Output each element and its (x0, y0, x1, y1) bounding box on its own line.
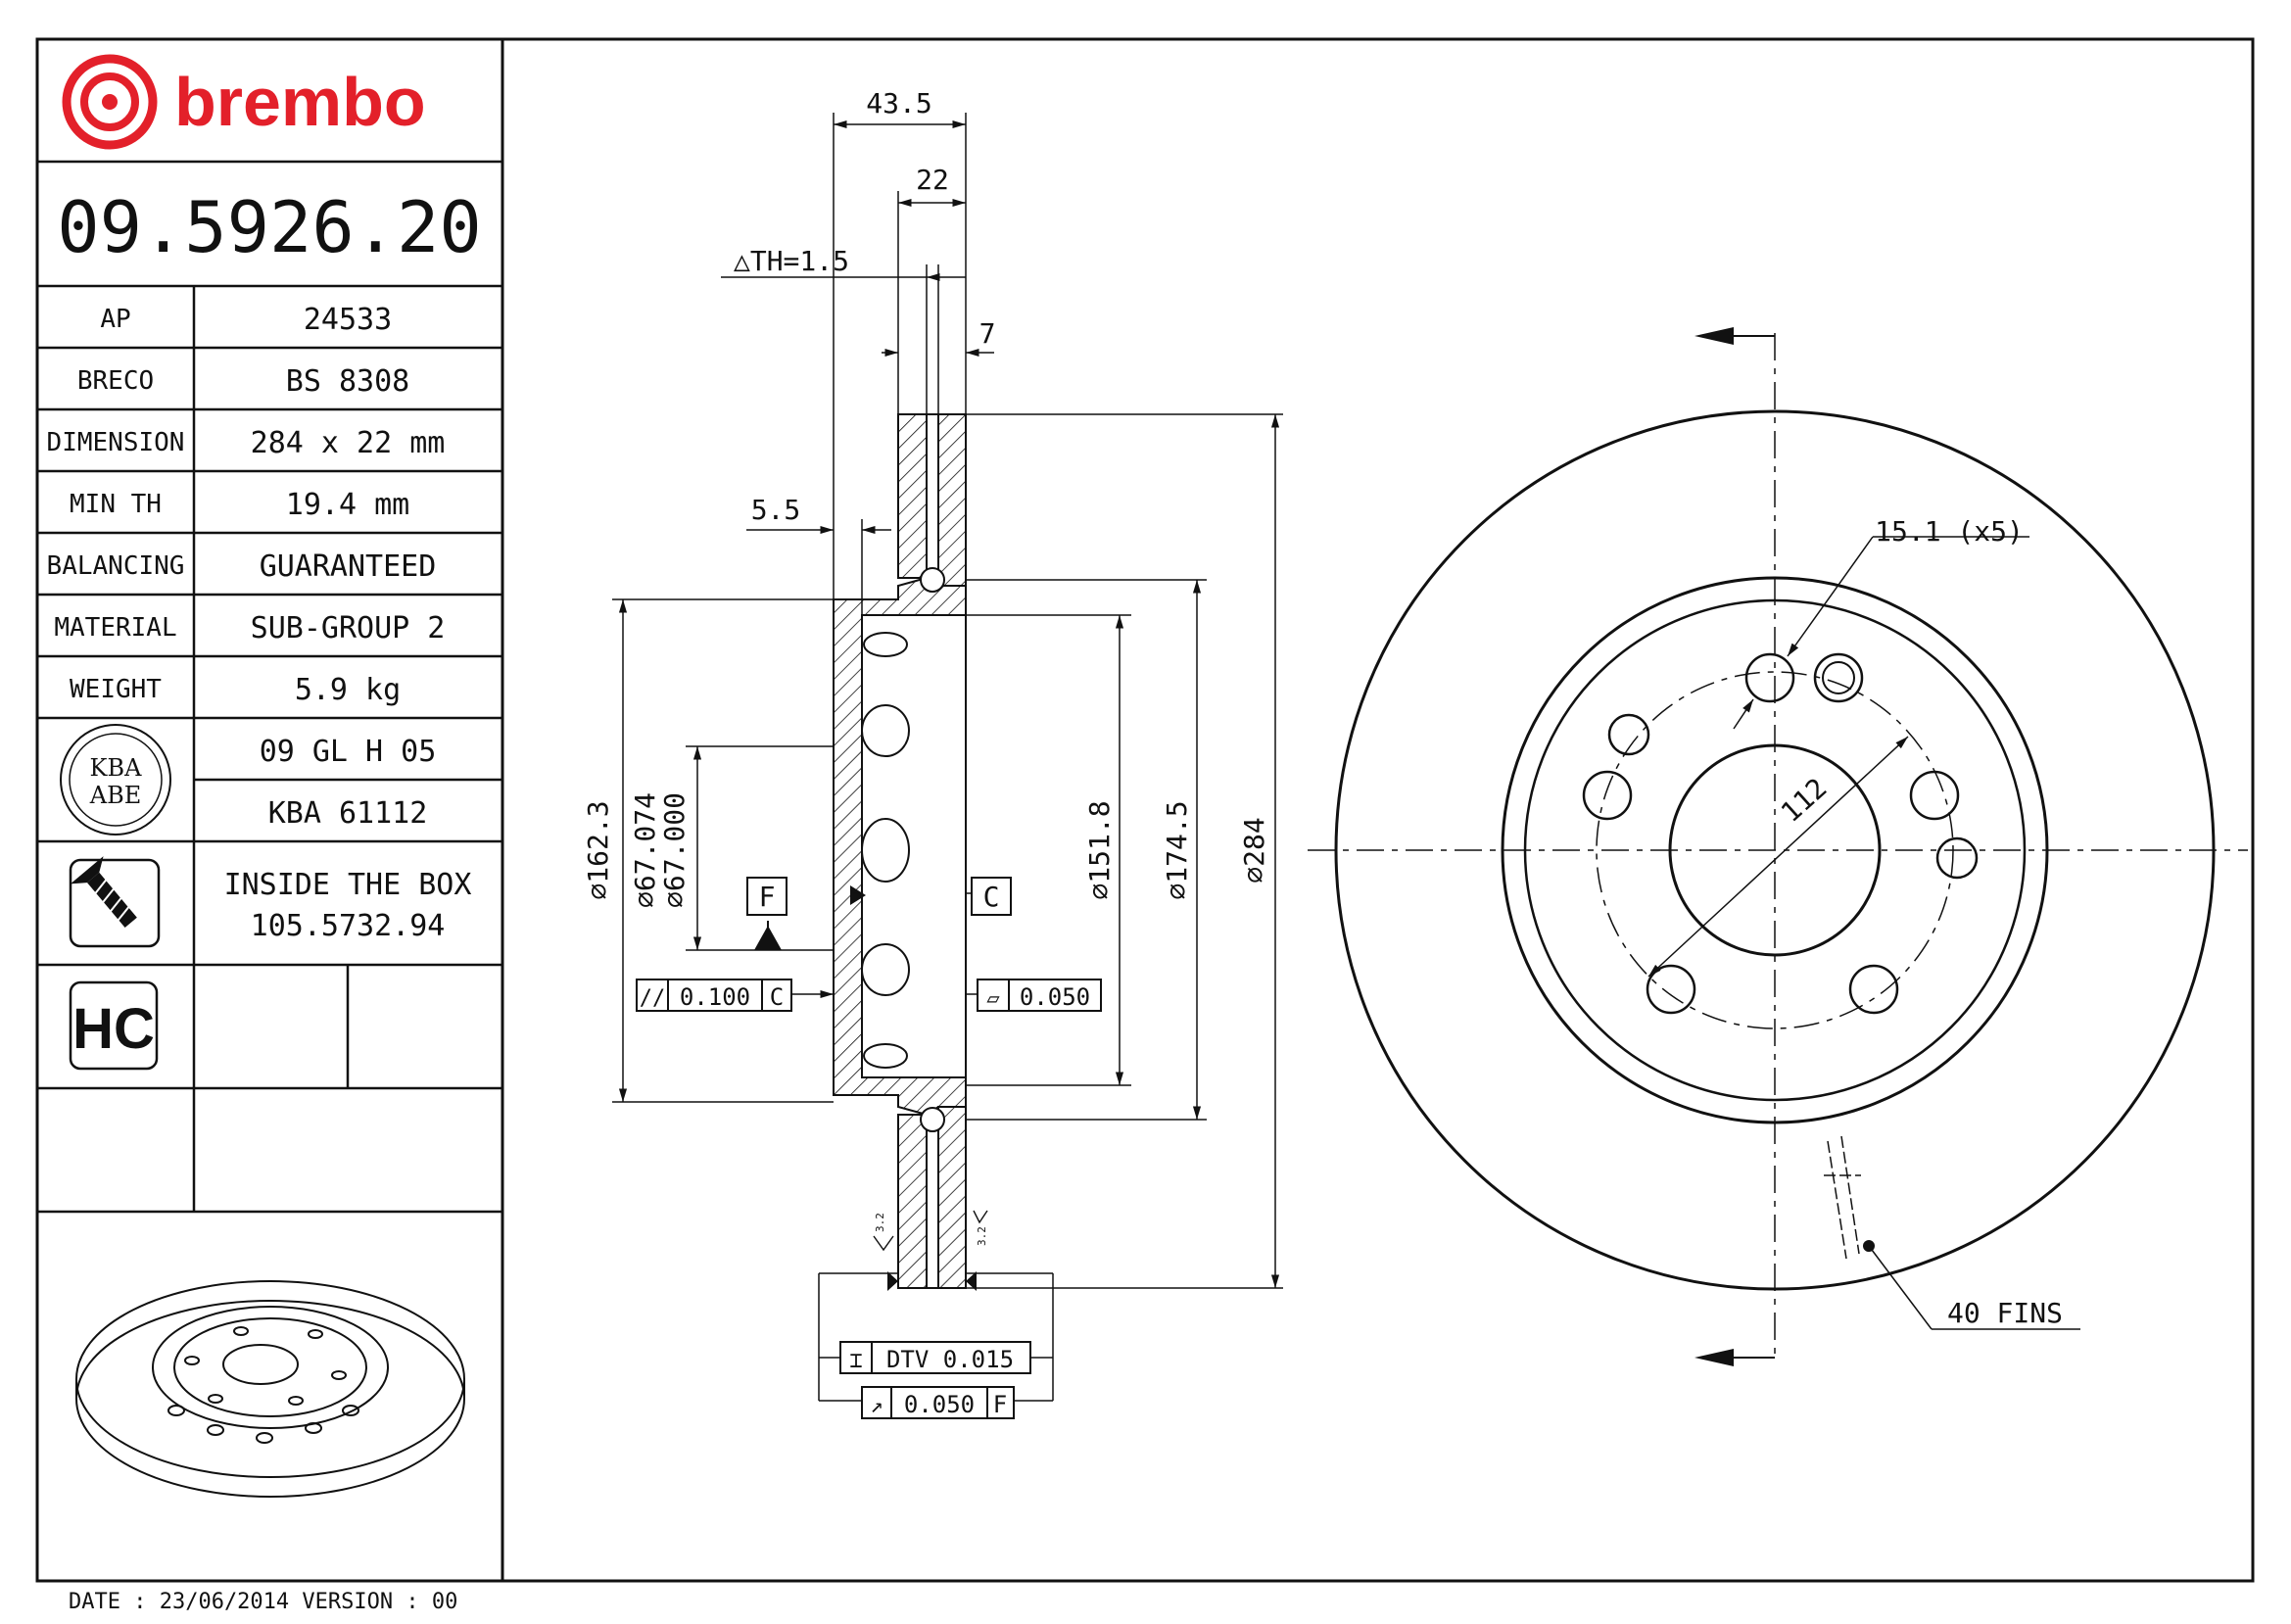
svg-text:KBA: KBA (90, 754, 143, 782)
part-number: 09.5926.20 (57, 186, 481, 268)
spec-label: DIMENSION (47, 428, 185, 457)
datum-c: C (971, 877, 1012, 916)
svg-text:F: F (993, 1391, 1007, 1418)
section-view (833, 413, 967, 1289)
roughness-outer: 3.2 (976, 1226, 988, 1246)
approval-code-2: KBA 61112 (268, 796, 428, 831)
dim-thickness: 22 (916, 164, 949, 196)
dim-bolt-hole: 15.1 (x5) (1875, 515, 2024, 548)
spec-label: MIN TH (70, 490, 162, 519)
title-block (37, 160, 502, 1214)
svg-text:DTV 0.015: DTV 0.015 (886, 1346, 1014, 1373)
disc-perspective-illustration (75, 1280, 465, 1498)
svg-text:C: C (983, 881, 1000, 913)
svg-text:ABE: ABE (89, 782, 142, 809)
spec-value: GUARANTEED (260, 549, 437, 584)
tolerance-dtv: ⌶ DTV 0.015 (839, 1341, 1031, 1374)
screw-icon (69, 856, 161, 948)
dim-diameter-67-min: ⌀67.000 (658, 792, 691, 908)
spec-value: BS 8308 (286, 364, 409, 399)
svg-text:0.100: 0.100 (680, 983, 750, 1011)
tolerance-parallelism: // 0.100 C (636, 979, 792, 1012)
dim-diameter-151: ⌀151.8 (1083, 800, 1116, 899)
svg-text:HC: HC (72, 997, 155, 1061)
brembo-logo: brembo (62, 54, 426, 150)
spec-value: 24533 (304, 303, 392, 337)
spec-value: 19.4 mm (286, 488, 409, 522)
spec-value: 5.9 kg (295, 673, 401, 707)
dim-overall-width: 43.5 (866, 87, 931, 119)
svg-text:⌶: ⌶ (849, 1349, 862, 1373)
dim-th-tolerance: △TH=1.5 (734, 245, 849, 277)
datum-f: F (746, 877, 788, 916)
svg-text://: // (640, 986, 666, 1011)
dim-hat-offset: 5.5 (751, 494, 801, 526)
approval-code-1: 09 GL H 05 (260, 735, 437, 769)
section-dimensions (612, 113, 1283, 1402)
svg-text:C: C (770, 983, 784, 1011)
spec-table: AP 24533 BRECO BS 8308 DIMENSION 284 x 2… (47, 303, 446, 707)
spec-value: 284 x 22 mm (251, 426, 446, 460)
dim-pcd: 112 (1775, 772, 1834, 829)
dim-diameter-174: ⌀174.5 (1161, 800, 1193, 899)
spec-label: MATERIAL (54, 613, 176, 643)
footer-date-version: DATE : 23/06/2014 VERSION : 00 (69, 1590, 457, 1614)
svg-text:0.050: 0.050 (1020, 983, 1090, 1011)
dim-diameter-162: ⌀162.3 (582, 800, 614, 899)
fins-count: 40 FINS (1947, 1297, 2063, 1329)
hc-icon: HC (69, 980, 159, 1071)
svg-text:↗: ↗ (870, 1394, 883, 1418)
spec-label: AP (100, 305, 130, 334)
spec-label: WEIGHT (70, 675, 162, 704)
kit-title: INSIDE THE BOX (224, 868, 472, 902)
spec-label: BRECO (77, 366, 154, 396)
svg-text:F: F (759, 881, 776, 913)
tolerance-flatness: ▱ 0.050 (977, 979, 1102, 1012)
spec-value: SUB-GROUP 2 (251, 611, 446, 645)
kba-abe-seal: KBA ABE (60, 724, 171, 836)
spec-label: BALANCING (47, 551, 185, 581)
dim-diameter-67-max: ⌀67.074 (629, 792, 661, 908)
dim-friction-face: 7 (979, 317, 996, 350)
kit-part-number: 105.5732.94 (251, 909, 446, 943)
roughness-inner: 3.2 (874, 1213, 886, 1232)
tolerance-runout: ↗ 0.050 F (861, 1386, 1015, 1419)
outer-frame (35, 37, 2255, 1583)
dim-diameter-284: ⌀284 (1238, 817, 1270, 883)
svg-text:▱: ▱ (986, 986, 1000, 1011)
brand-name: brembo (174, 64, 426, 140)
front-view (1308, 327, 2248, 1366)
svg-text:0.050: 0.050 (904, 1391, 975, 1418)
